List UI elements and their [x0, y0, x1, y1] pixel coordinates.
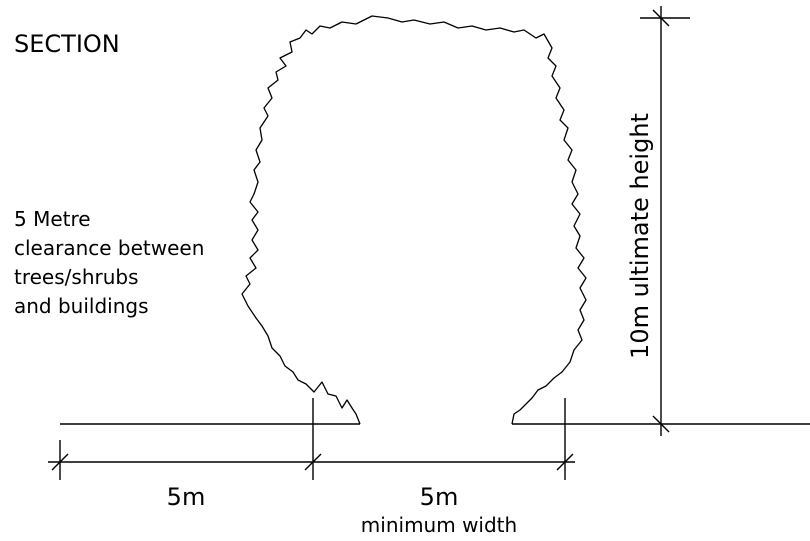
clearance-note-line-4: and buildings: [14, 294, 149, 318]
section-title: SECTION: [14, 30, 120, 58]
right-width-label: 5m: [420, 483, 459, 511]
hedge-canopy-outline: [241, 15, 587, 425]
minimum-width-caption: minimum width: [361, 513, 517, 537]
height-dimension: [640, 6, 690, 436]
clearance-note-line-2: clearance between: [14, 236, 204, 260]
clearance-note-line-3: trees/shrubs: [14, 265, 139, 289]
width-dimension: [48, 424, 575, 480]
clearance-note-line-1: 5 Metre: [14, 207, 91, 231]
height-tick-top: [652, 9, 670, 27]
height-label: 10m ultimate height: [626, 113, 654, 359]
width-tick-right: [556, 453, 574, 471]
width-tick-middle: [304, 453, 322, 471]
width-tick-left: [51, 453, 69, 471]
height-tick-bottom: [652, 415, 670, 433]
clearance-note: 5 Metre clearance between trees/shrubs a…: [14, 207, 204, 318]
left-width-label: 5m: [167, 483, 206, 511]
